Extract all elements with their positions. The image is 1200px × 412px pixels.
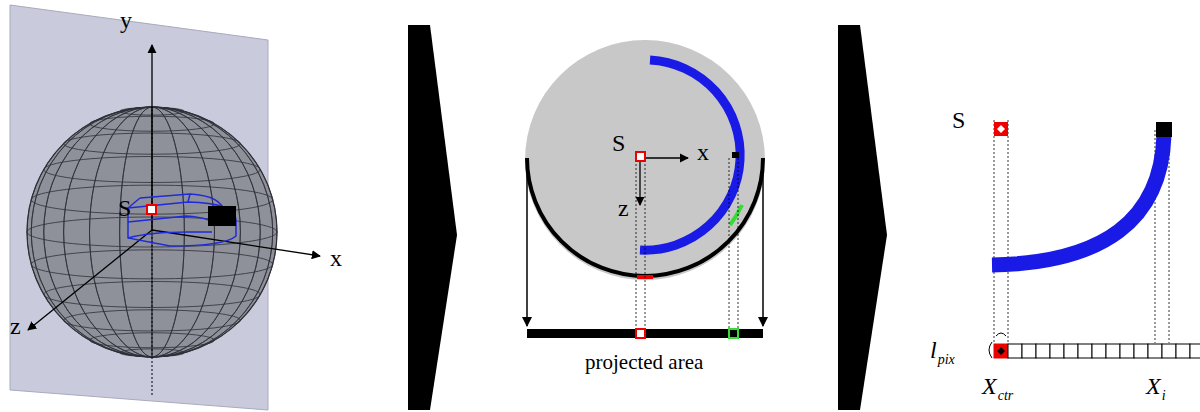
guide-lines [636,158,738,330]
black-patch [732,152,739,158]
source-marker [994,122,1008,136]
axis-label: x [697,140,709,164]
projection-arrow [526,158,528,326]
axis-label: z [10,314,21,338]
subscript-label: ctr [998,389,1014,403]
z-axis [639,158,640,205]
projection-arrow [762,158,764,326]
pixel-marker [729,329,738,338]
source-diamond [997,125,1005,133]
center-marker [636,329,645,338]
blue-arc [640,60,740,250]
subscript-label: pix [938,353,955,367]
axis-label: x [330,246,342,270]
blue-shell [128,194,236,246]
symbol-label: X [1146,374,1161,398]
pixel-row [994,344,1200,358]
point-label: S [612,131,625,155]
point-label: S [952,108,965,132]
black-patch [1156,122,1172,137]
subscript-label: i [1162,389,1166,403]
green-segment [730,205,742,225]
source-marker [636,152,645,161]
point-label: S [118,196,131,220]
blue-curve [992,135,1164,265]
symbol-label: X [982,374,997,398]
separator-chevron [838,25,887,410]
black-patch [208,206,236,226]
source-marker [147,205,156,214]
caption-label: projected area [585,352,703,373]
z-axis [28,230,152,330]
symbol-label: l [930,338,937,362]
axis-label: y [120,8,132,32]
bracket [989,342,992,358]
bracket [996,333,1006,336]
x-axis [640,157,688,158]
y-axis [151,45,152,230]
guide-lines [994,120,1169,343]
axis-label: z [618,196,629,220]
separator-chevron [408,25,457,410]
projection-bar [527,329,763,338]
